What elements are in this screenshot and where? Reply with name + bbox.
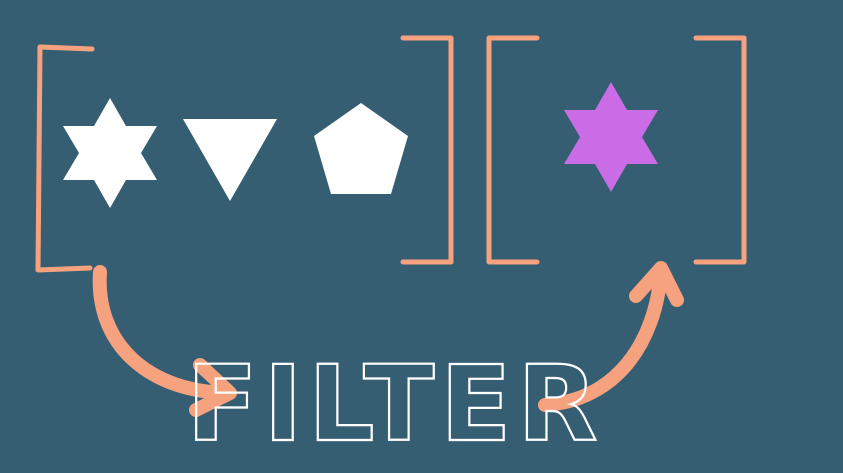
output-list <box>486 35 747 265</box>
filter-label: FILTER <box>187 343 604 465</box>
filter-to-output-arrow <box>538 261 684 412</box>
curved-arrow-left <box>92 265 235 400</box>
output-star-icon <box>564 82 658 192</box>
input-pentagon-icon <box>314 103 408 194</box>
input-to-filter-arrow <box>92 265 237 417</box>
input-right-bracket <box>400 35 454 265</box>
arrowhead-right-icon <box>189 358 237 417</box>
output-left-bracket <box>486 35 540 265</box>
input-triangle-icon <box>183 119 277 201</box>
input-star-icon <box>63 98 157 208</box>
input-list <box>35 35 454 273</box>
arrowhead-up-icon <box>629 261 684 307</box>
curved-arrow-right <box>538 265 668 412</box>
output-right-bracket <box>693 35 747 265</box>
input-left-bracket <box>35 44 95 273</box>
